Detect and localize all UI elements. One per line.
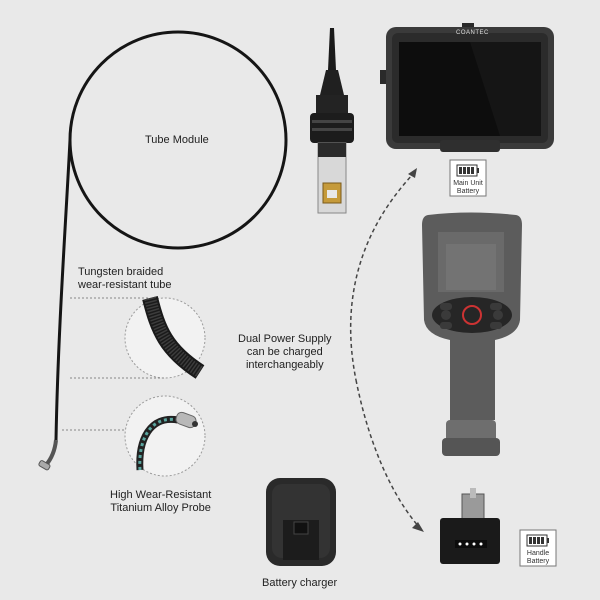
handle-battery-line1: Handle xyxy=(526,550,550,557)
probe-tip xyxy=(38,439,58,471)
battery-pack xyxy=(440,488,500,564)
handle-unit xyxy=(422,212,522,456)
tube-module-label: Tube Module xyxy=(145,134,209,146)
arrow-heads xyxy=(408,168,424,532)
handle-battery-icon xyxy=(519,529,557,567)
dual-power-line2: can be charged xyxy=(246,346,323,358)
tube-coil xyxy=(54,30,288,441)
braided-label-line1: Tungsten braided xyxy=(78,266,164,278)
braided-tube-label: Tungsten braided wear-resistant tube xyxy=(78,266,172,292)
probe-label-line2: Titanium Alloy Probe xyxy=(110,502,211,514)
dual-power-line1: Dual Power Supply xyxy=(238,333,332,345)
probe-label-line1: High Wear-Resistant xyxy=(110,489,212,501)
handle-battery-label: Handle Battery xyxy=(520,550,556,566)
charging-arrows xyxy=(349,171,421,529)
main-battery-label: Main Unit Battery xyxy=(450,180,486,196)
braided-label-line2: wear-resistant tube xyxy=(78,279,172,291)
handle-battery-line2: Battery xyxy=(526,558,550,565)
dual-power-label: Dual Power Supply can be charged interch… xyxy=(238,333,332,372)
tube-connector xyxy=(310,28,354,214)
monitor-unit xyxy=(380,23,554,152)
monitor-brand: COANTEC xyxy=(456,30,489,36)
main-battery-icon xyxy=(449,159,487,197)
probe-label: High Wear-Resistant Titanium Alloy Probe xyxy=(110,489,211,515)
main-battery-line2: Battery xyxy=(456,188,480,195)
battery-charger-label: Battery charger xyxy=(262,577,338,589)
main-battery-line1: Main Unit xyxy=(453,180,483,187)
braided-tube-zoom xyxy=(70,296,206,379)
battery-charger xyxy=(266,478,336,566)
probe-zoom xyxy=(62,395,206,477)
dual-power-line3: interchangeably xyxy=(245,359,324,371)
